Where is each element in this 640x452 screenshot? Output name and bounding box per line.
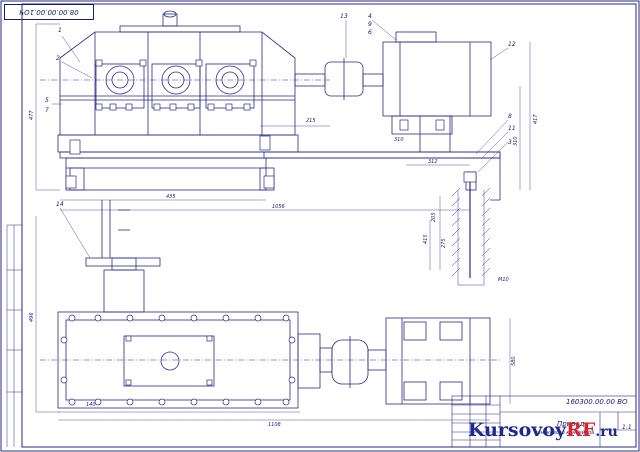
plan-bolts: [60, 314, 296, 406]
callout-5: 5: [45, 97, 49, 104]
dim-312: 312: [428, 159, 438, 165]
dim-496: 496: [29, 312, 35, 322]
dimension-lines: [35, 19, 531, 421]
drawing-code-stamp: 08.00.00.00.1ОЧ: [4, 4, 94, 20]
dim-140: 140: [86, 402, 96, 408]
callout-3: 3: [508, 139, 512, 146]
front-view: [40, 10, 501, 201]
callout-14: 14: [56, 201, 64, 208]
inner-frame: [21, 3, 637, 448]
callout-12: 12: [508, 41, 516, 48]
callout-7: 7: [45, 107, 49, 114]
watermark-tld: .ru: [595, 424, 618, 440]
plan-view: [40, 200, 500, 409]
dim-275: 275: [441, 238, 447, 248]
dim-m10: М10: [498, 277, 509, 283]
dim-310-vertical: 310: [513, 136, 519, 146]
callout-6: 6: [368, 29, 372, 36]
dim-415: 415: [423, 234, 429, 244]
watermark-accent: RF: [566, 419, 596, 441]
dim-205: 205: [431, 212, 437, 222]
dim-310: 310: [394, 137, 404, 143]
title-block-scale: 1:1: [622, 424, 632, 431]
front-bolts: [65, 59, 477, 189]
dim-435: 435: [166, 194, 176, 200]
callout-9: 9: [368, 21, 372, 28]
callout-11: 11: [508, 125, 516, 132]
title-block: [451, 395, 637, 448]
dim-215: 215: [306, 118, 316, 124]
callout-2: 2: [56, 55, 60, 62]
dim-417: 417: [533, 114, 539, 124]
watermark-logo: KursovoyRF.ru: [468, 421, 618, 440]
callout-8: 8: [508, 113, 512, 120]
callout-4: 4: [368, 13, 372, 20]
watermark-main: Kursovoy: [468, 419, 567, 441]
plan-motor: [385, 317, 491, 405]
callout-1: 1: [58, 27, 62, 34]
dim-1108: 1108: [268, 422, 281, 428]
dim-1056: 1056: [272, 204, 285, 210]
callout-13: 13: [340, 13, 348, 20]
title-block-code: 160300.00.00 ВО: [566, 398, 628, 406]
base-frame: [59, 151, 501, 159]
foundation-pit: [451, 172, 491, 286]
dim-477: 477: [29, 110, 35, 120]
title-block-subtitle: шнекового конвейера: [536, 430, 595, 436]
dim-580: 580: [511, 356, 517, 366]
binding-strip: [6, 224, 22, 447]
title-block-title: Привод: [557, 420, 585, 428]
electric-motor: [382, 41, 492, 117]
